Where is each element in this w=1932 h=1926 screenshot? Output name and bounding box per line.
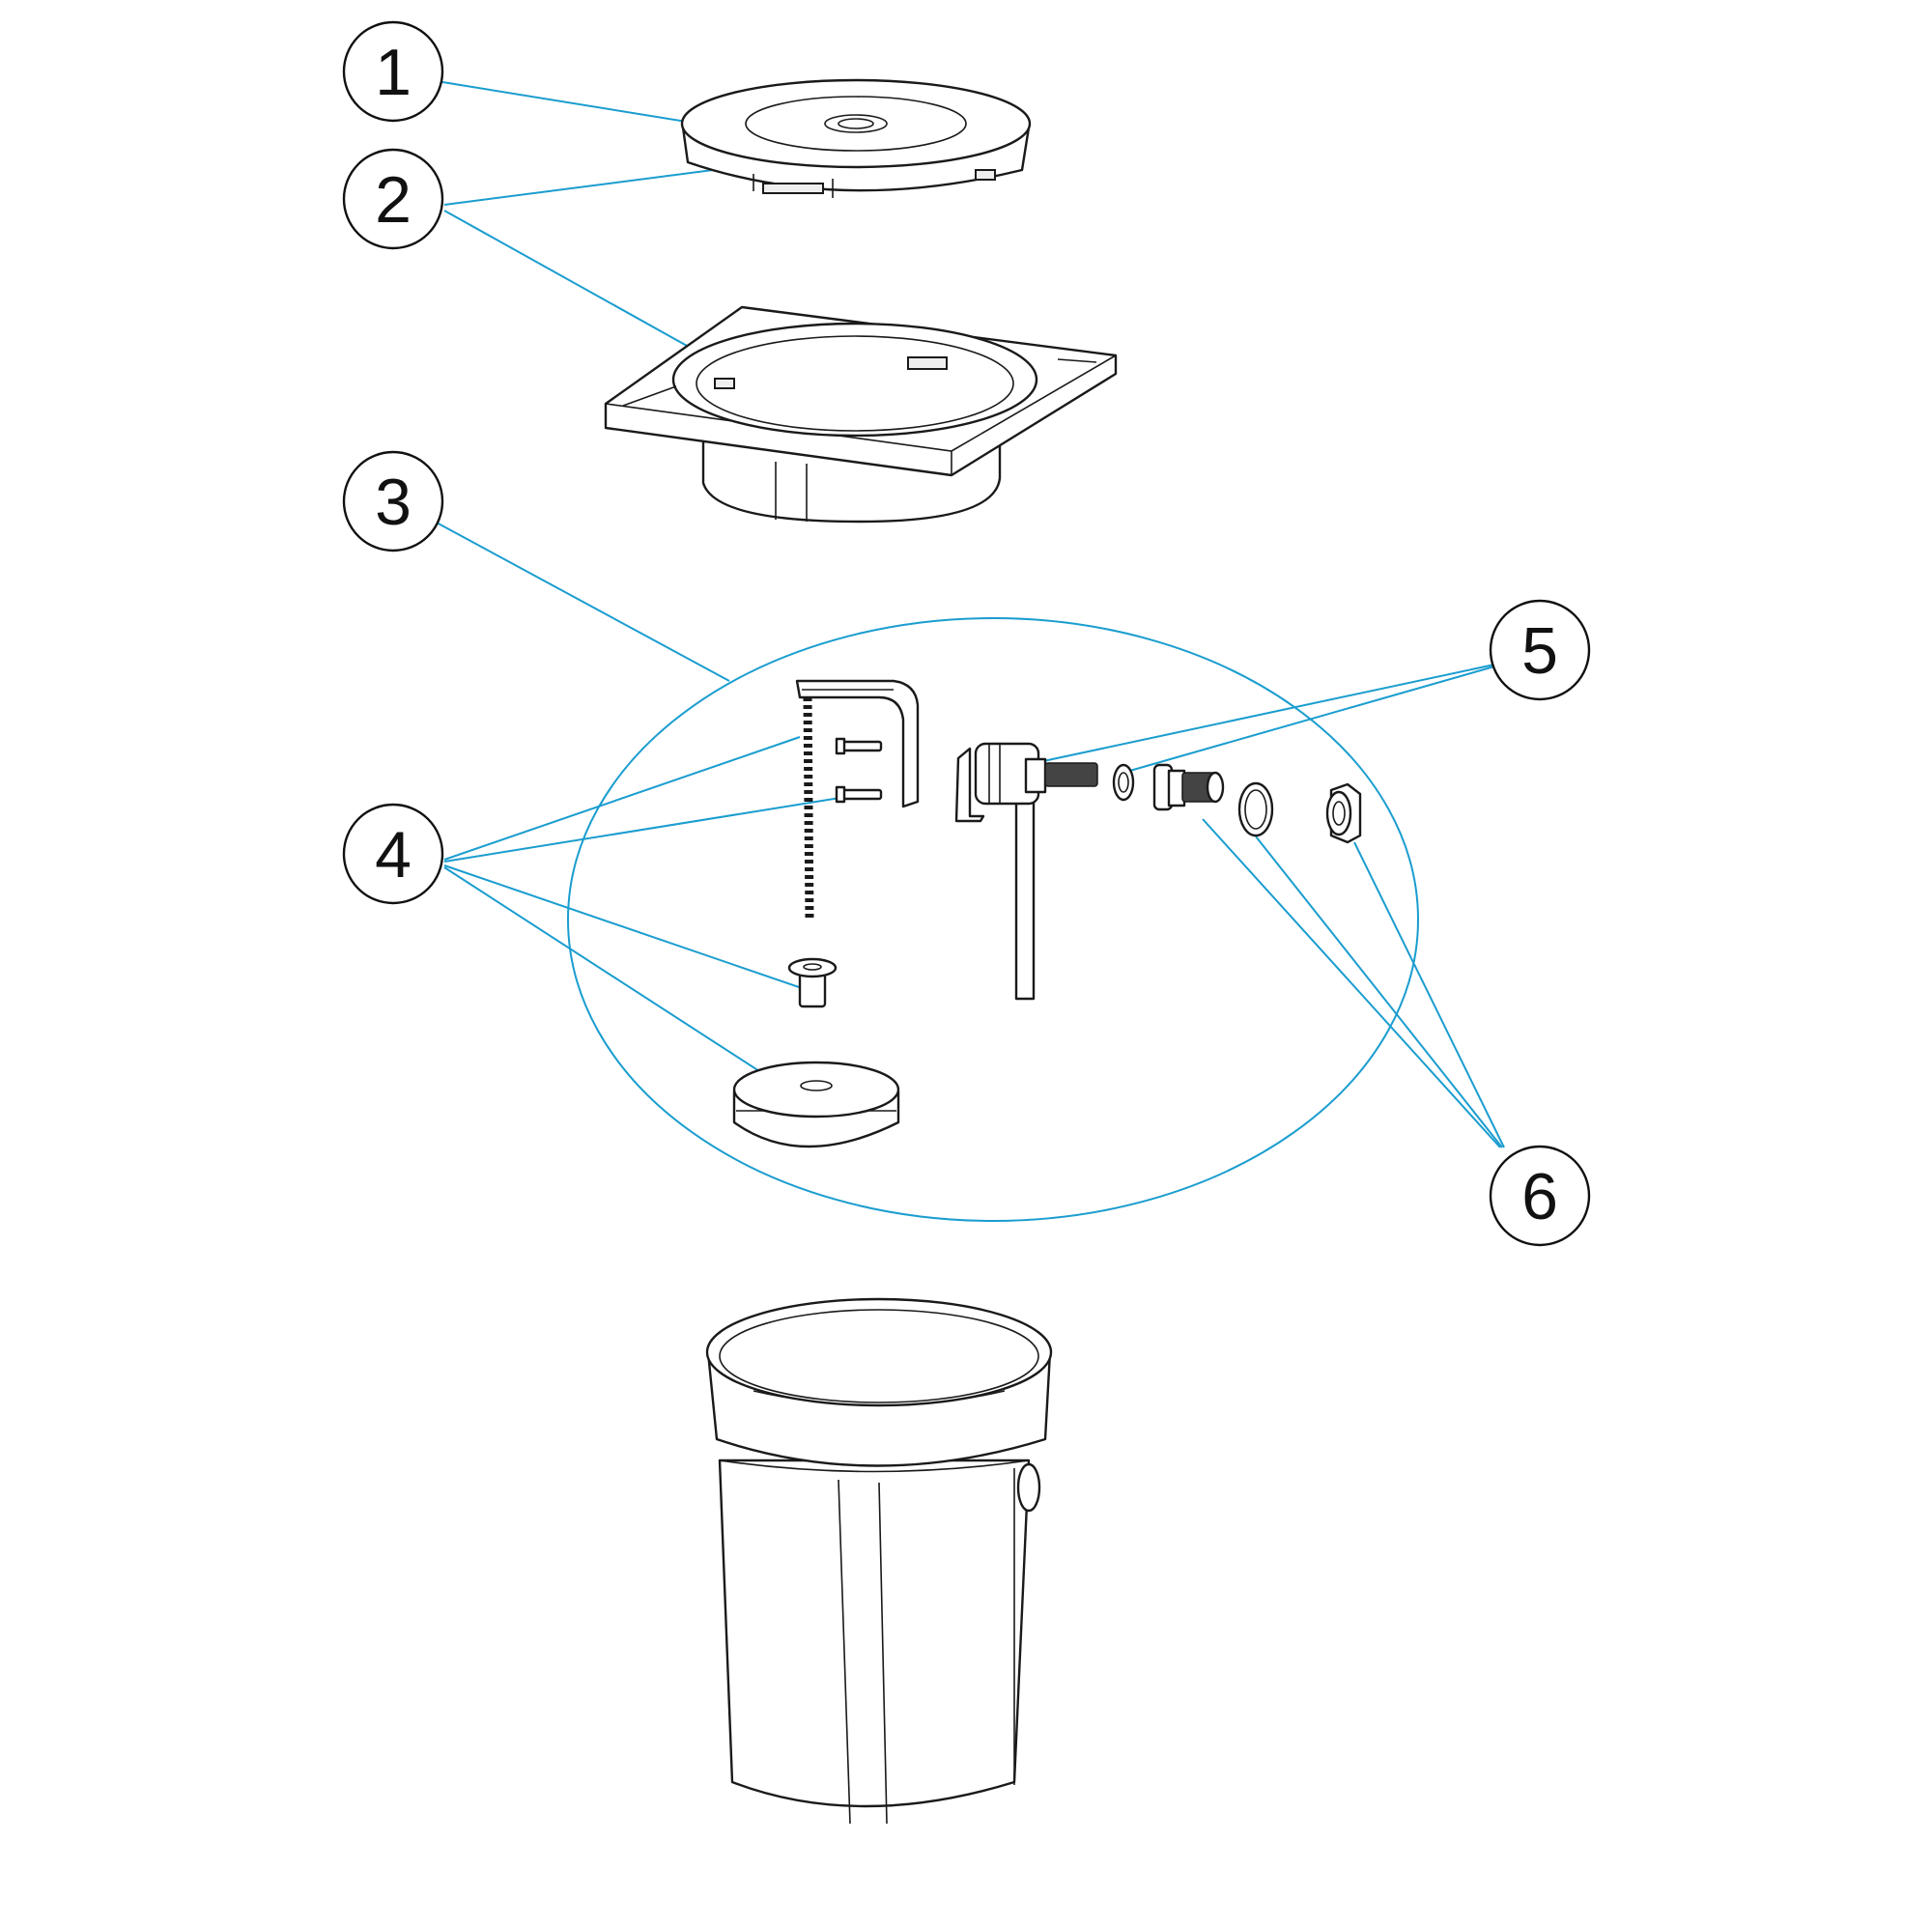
leader-4d xyxy=(443,866,774,1081)
callout-2: 2 xyxy=(342,148,444,250)
screw-lower xyxy=(835,785,883,804)
puck xyxy=(732,1061,900,1148)
lid-part xyxy=(680,78,1032,198)
callout-1-label: 1 xyxy=(375,36,412,109)
hex-nut xyxy=(1325,782,1362,844)
leader-4a xyxy=(443,736,801,861)
group-ellipse xyxy=(567,617,1419,1222)
leader-4c xyxy=(443,864,803,989)
leader-6b xyxy=(1255,836,1503,1148)
connector xyxy=(1152,763,1225,811)
o-ring xyxy=(1237,781,1274,837)
valve-assembly xyxy=(954,742,1135,1001)
adjuster-components xyxy=(732,679,920,1148)
callout-5-label: 5 xyxy=(1521,614,1558,688)
leader-6c xyxy=(1353,841,1505,1148)
leader-lines xyxy=(434,81,1505,1222)
leader-4b xyxy=(443,795,853,863)
callout-2-label: 2 xyxy=(375,163,412,237)
callout-4-label: 4 xyxy=(375,818,412,892)
fittings xyxy=(1152,763,1362,844)
callout-1: 1 xyxy=(342,20,444,123)
leader-6a xyxy=(1202,818,1501,1148)
callout-6-label: 6 xyxy=(1521,1160,1558,1233)
square-frame-part xyxy=(604,305,1118,524)
container-body xyxy=(705,1297,1053,1825)
callout-3-label: 3 xyxy=(375,466,412,539)
callout-3: 3 xyxy=(342,450,444,552)
callout-4: 4 xyxy=(342,803,444,905)
callout-5: 5 xyxy=(1489,599,1591,701)
screw-upper xyxy=(835,737,883,755)
callout-6: 6 xyxy=(1489,1145,1591,1247)
leader-5a xyxy=(1042,664,1495,762)
leader-3 xyxy=(434,521,730,682)
bushing xyxy=(787,957,838,1008)
